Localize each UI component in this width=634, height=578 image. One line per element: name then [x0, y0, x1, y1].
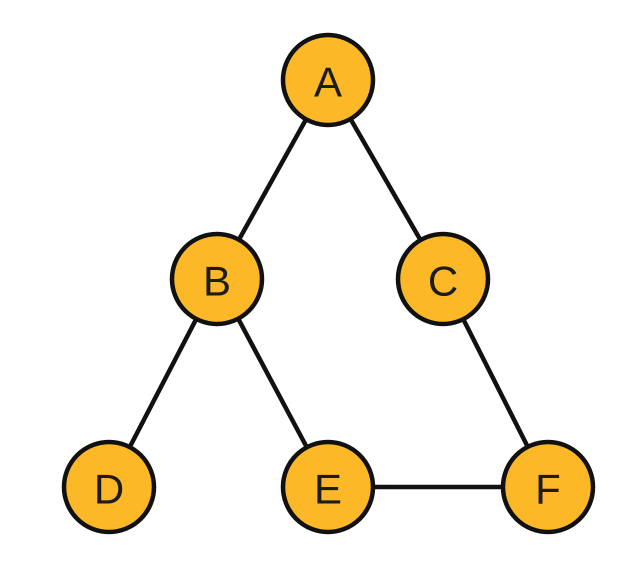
node-circle-E: [280, 439, 376, 535]
node-circle-A: [280, 32, 376, 128]
node-F: F: [500, 439, 596, 535]
node-A: A: [280, 32, 376, 128]
node-D: D: [61, 439, 157, 535]
node-C: C: [395, 231, 491, 327]
node-E: E: [280, 439, 376, 535]
node-circle-F: [500, 439, 596, 535]
node-circle-D: [61, 439, 157, 535]
node-B: B: [169, 231, 265, 327]
node-circle-C: [395, 231, 491, 327]
node-circle-B: [169, 231, 265, 327]
